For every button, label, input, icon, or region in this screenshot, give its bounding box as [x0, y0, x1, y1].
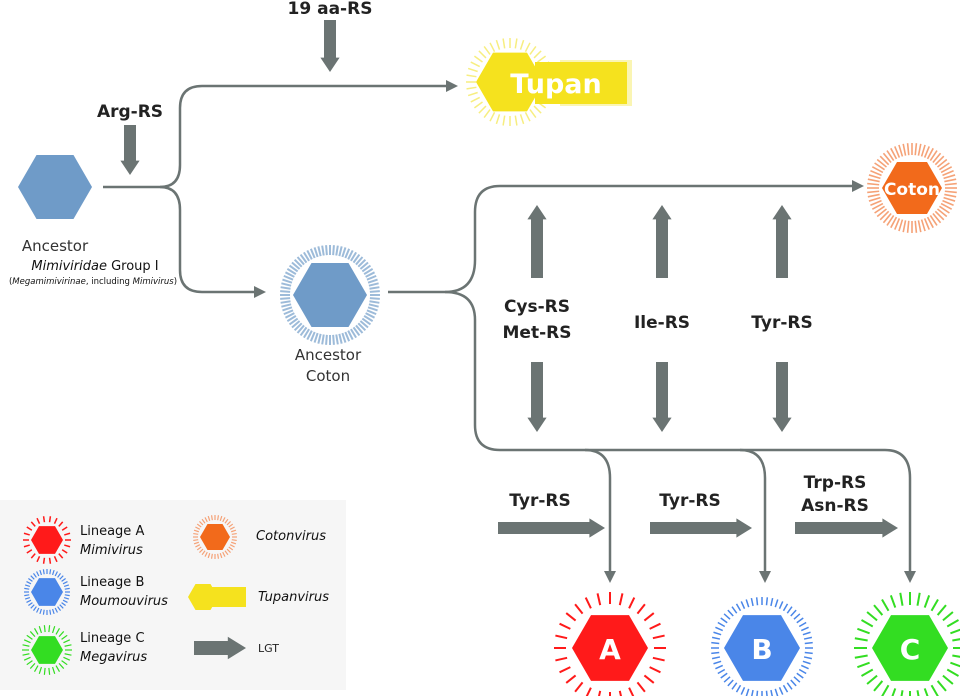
legend-lineage-c-icon [22, 625, 72, 675]
node-b-label: B [751, 633, 772, 666]
ancestor-coton-line2: Coton [306, 367, 350, 385]
lineage-a-icon [554, 592, 666, 696]
legend-moumouvirus: Moumouvirus [80, 594, 168, 609]
ancestor-hexagon-icon [18, 155, 92, 219]
arrow-tyr-rs-b-icon [650, 518, 752, 538]
arrow-cys-met-up-icon [527, 205, 547, 278]
tupan-label: Tupan [510, 69, 601, 100]
node-c-label: C [900, 633, 921, 666]
label-tyr-rs-a: Tyr-RS [509, 491, 570, 511]
legend-mimivirus: Mimivirus [80, 543, 143, 558]
arrowhead-ancestor-coton [254, 286, 266, 298]
legend-tupanvirus-icon [188, 584, 246, 610]
label-cys-rs: Cys-RS [504, 297, 570, 317]
coton-label: Coton [884, 180, 940, 200]
arrowhead-c [904, 571, 916, 583]
arrowhead-coton [852, 180, 864, 192]
ancestor-subtitle: (Megamimivirinae, including Mimivirus) [9, 277, 177, 287]
arrowhead-a [604, 571, 616, 583]
legend-cotonvirus: Cotonvirus [256, 529, 326, 544]
legend-tupanvirus: Tupanvirus [258, 590, 329, 605]
coton-icon [867, 143, 957, 233]
legend-lineage-c: Lineage C [80, 631, 145, 646]
label-19aa-rs: 19 aa-RS [288, 0, 373, 19]
label-tyr-rs-top: Tyr-RS [751, 313, 812, 333]
arrow-tyr-up-icon [772, 205, 792, 278]
lineage-b-icon [711, 597, 813, 696]
legend-lineage-b: Lineage B [80, 575, 144, 590]
arrowhead-b [759, 571, 771, 583]
ancestor-coton-icon [280, 245, 380, 345]
legend-megavirus: Megavirus [80, 650, 147, 665]
label-tyr-rs-b: Tyr-RS [659, 491, 720, 511]
lineage-c-icon [854, 592, 960, 696]
ancestor-title: Ancestor [22, 237, 89, 255]
legend-lgt: LGT [258, 642, 279, 655]
label-trp-rs: Trp-RS [804, 473, 867, 493]
label-arg-rs: Arg-RS [97, 102, 163, 122]
ancestor-coton-line1: Ancestor [295, 346, 362, 364]
arrow-trp-asn-rs-icon [795, 518, 898, 538]
label-ile-rs: Ile-RS [634, 313, 690, 333]
arrow-ile-up-icon [652, 205, 672, 278]
label-met-rs: Met-RS [503, 323, 572, 343]
arrow-19aa-rs-icon [320, 20, 340, 72]
legend-lgt-arrow-icon [194, 636, 246, 660]
legend-lineage-a: Lineage A [80, 524, 144, 539]
ancestor-group: Mimiviridae Group I [31, 259, 158, 274]
node-a-label: A [599, 633, 621, 666]
tupan-icon [466, 38, 632, 126]
lineage-paths [103, 84, 912, 575]
legend-lineage-a-icon [23, 516, 71, 564]
arrow-arg-rs-icon [120, 125, 140, 175]
arrow-ile-down-icon [652, 362, 672, 432]
legend-cotonvirus-icon [193, 515, 237, 559]
arrowhead-tupan [446, 80, 458, 92]
arrow-cys-met-down-icon [527, 362, 547, 432]
arrow-tyr-down-icon [772, 362, 792, 432]
legend-lineage-b-icon [24, 569, 70, 615]
label-asn-rs: Asn-RS [801, 496, 869, 516]
arrow-tyr-rs-a-icon [498, 518, 605, 538]
